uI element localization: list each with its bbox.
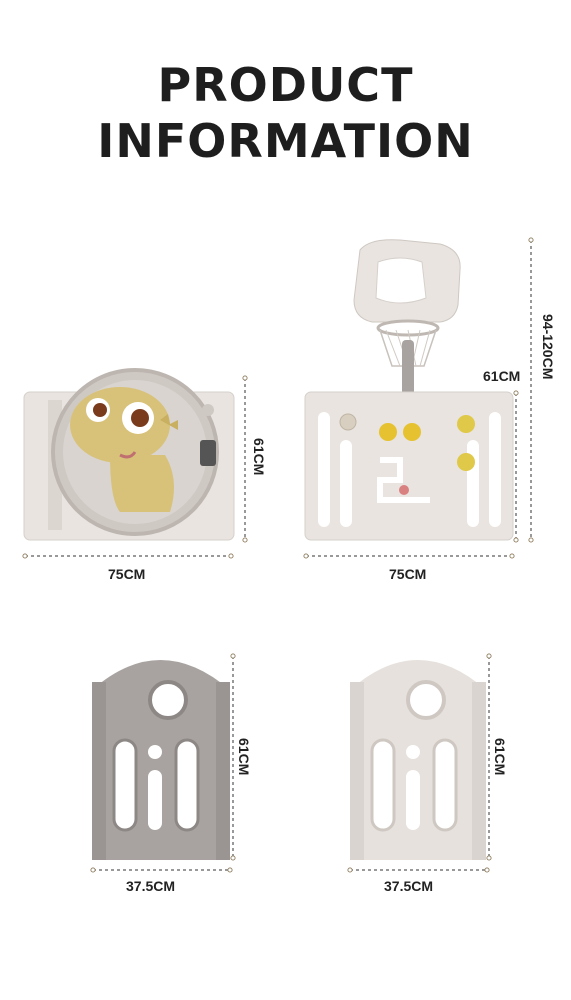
grey-narrow-panel: [92, 660, 230, 860]
gear-icon: [379, 423, 397, 441]
title-line-1: PRODUCT: [157, 58, 414, 112]
dinosaur-icon: [70, 387, 178, 512]
gear-icon: [403, 423, 421, 441]
title-line-2: INFORMATION: [97, 114, 474, 168]
white-narrow-panel: [350, 660, 486, 860]
dino-width-label: 75CM: [108, 566, 146, 582]
white-width-label: 37.5CM: [384, 878, 434, 894]
basketball-total-height-label: 94-120CM: [540, 314, 556, 380]
dinosaur-panel: [23, 368, 235, 541]
basketball-hoop-label: 61CM: [483, 368, 521, 384]
basketball-width-label: 75CM: [389, 566, 427, 582]
white-height-label: 61CM: [492, 738, 508, 776]
grey-width-label: 37.5CM: [126, 878, 176, 894]
grey-height-label: 61CM: [236, 738, 252, 776]
dino-height-label: 61CM: [251, 438, 267, 476]
basketball-panel: [304, 239, 514, 541]
